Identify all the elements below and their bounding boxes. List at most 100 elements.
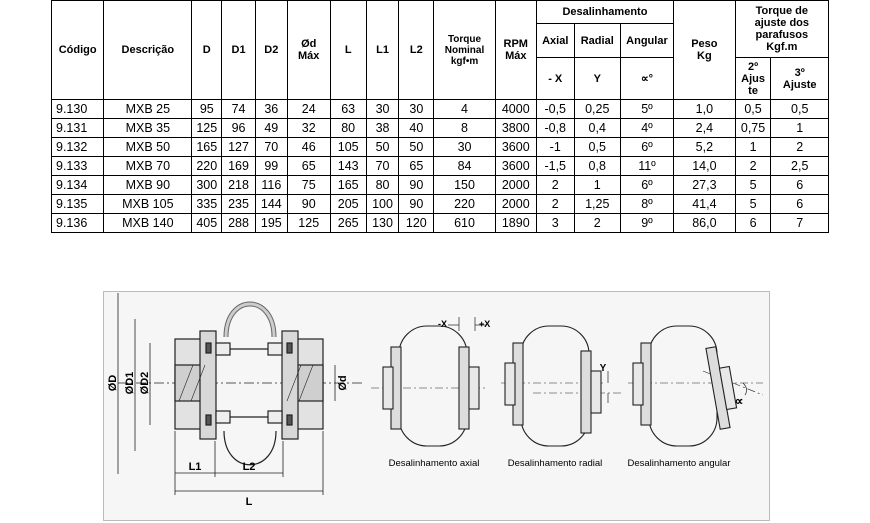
cell: 0,5 (573, 137, 621, 157)
header-d2: D2 (254, 0, 288, 100)
cell: 30 (398, 99, 435, 119)
cell: 84 (433, 156, 496, 176)
header-descricao: Descrição (103, 0, 193, 100)
dim-l2: L2 (243, 461, 256, 473)
cell: 220 (433, 194, 496, 214)
cell: 1,0 (673, 99, 736, 119)
cell: 6 (734, 213, 772, 233)
cell: 2 (734, 156, 772, 176)
cell: 95 (191, 99, 223, 119)
header-ta-4: Kgf.m (766, 41, 798, 53)
cell: 4º (619, 118, 675, 138)
cell: 0,25 (573, 99, 621, 119)
cell: 3800 (494, 118, 537, 138)
header-ajuste3-2: Ajuste (782, 78, 817, 91)
angular-alpha: ∝ (735, 394, 744, 408)
cell: 65 (286, 156, 331, 176)
dim-od1: ØD1 (124, 372, 136, 395)
cell: 38 (365, 118, 400, 138)
cell: 9.136 (50, 213, 105, 233)
cell: 6º (619, 137, 675, 157)
cell: 2 (535, 194, 575, 214)
radial-caption: Desalinhamento radial (508, 458, 603, 469)
cell: 36 (254, 99, 288, 119)
main-dimensions (117, 293, 336, 495)
angular-misalignment-view (628, 325, 764, 447)
cell: 74 (221, 99, 256, 119)
cell: 3600 (494, 156, 537, 176)
cell: 150 (433, 175, 496, 195)
cell: 165 (329, 175, 367, 195)
cell: 5,2 (673, 137, 736, 157)
header-codigo: Código (50, 0, 105, 100)
cell: MXB 70 (103, 156, 193, 176)
cell: 7 (770, 213, 829, 233)
cell: 3 (535, 213, 575, 233)
header-radial-sym: Y (573, 57, 621, 100)
cell: 0,75 (734, 118, 772, 138)
header-angular: Angular (619, 23, 675, 58)
cell: 14,0 (673, 156, 736, 176)
header-angular-sym: ∝° (619, 57, 675, 100)
header-l2: L2 (398, 0, 435, 100)
header-ta-2: ajuste dos (754, 17, 809, 29)
header-desalinhamento: Desalinhamento (535, 0, 675, 24)
header-ajuste2-3: te (748, 84, 758, 97)
cell: 405 (191, 213, 223, 233)
cell: 0,5 (734, 99, 772, 119)
header-ta-3: parafusos (755, 29, 809, 41)
main-section-view (118, 301, 365, 466)
cell: 8 (433, 118, 496, 138)
radial-misalignment-view (501, 325, 623, 447)
header-l1: L1 (365, 0, 400, 100)
header-peso-1: Peso (691, 38, 718, 50)
cell: 130 (365, 213, 400, 233)
cell: 5 (734, 175, 772, 195)
cell: 11º (619, 156, 675, 176)
cell: 5º (619, 99, 675, 119)
cell: 125 (191, 118, 223, 138)
cell: 50 (398, 137, 435, 157)
header-od: Ød (301, 38, 317, 50)
header-d1: D1 (221, 0, 256, 100)
header-ajuste3-1: 3º (794, 66, 805, 79)
cell: -0,5 (535, 99, 575, 119)
cell: 90 (398, 194, 435, 214)
coupling-drawings: ØD ØD1 ØD2 Ød L1 L2 L -X +X Desalinhamen… (103, 291, 770, 521)
header-d: D (191, 0, 223, 100)
cell: 9.130 (50, 99, 105, 119)
header-ajuste2-1: 2º (747, 60, 759, 73)
cell: 2000 (494, 175, 537, 195)
dim-l: L (246, 496, 253, 508)
cell: 1 (573, 175, 621, 195)
cell: 9.131 (50, 118, 105, 138)
header-peso-2: Kg (697, 50, 712, 62)
cell: 6 (770, 194, 829, 214)
cell: 49 (254, 118, 288, 138)
cell: 70 (254, 137, 288, 157)
cell: 0,5 (770, 99, 829, 119)
cell: 169 (221, 156, 256, 176)
header-rpm-1: RPM (503, 38, 528, 50)
header-max: Máx (298, 50, 320, 62)
cell: 24 (286, 99, 331, 119)
cell: 127 (221, 137, 256, 157)
cell: 30 (365, 99, 400, 119)
cell: 144 (254, 194, 288, 214)
axial-misalignment-view (371, 317, 486, 447)
cell: 120 (398, 213, 435, 233)
cell: 30 (433, 137, 496, 157)
dim-od: ØD (107, 375, 119, 392)
cell: 75 (286, 175, 331, 195)
header-ta-1: Torque de (755, 5, 808, 17)
cell: 6 (770, 175, 829, 195)
cell: 300 (191, 175, 223, 195)
